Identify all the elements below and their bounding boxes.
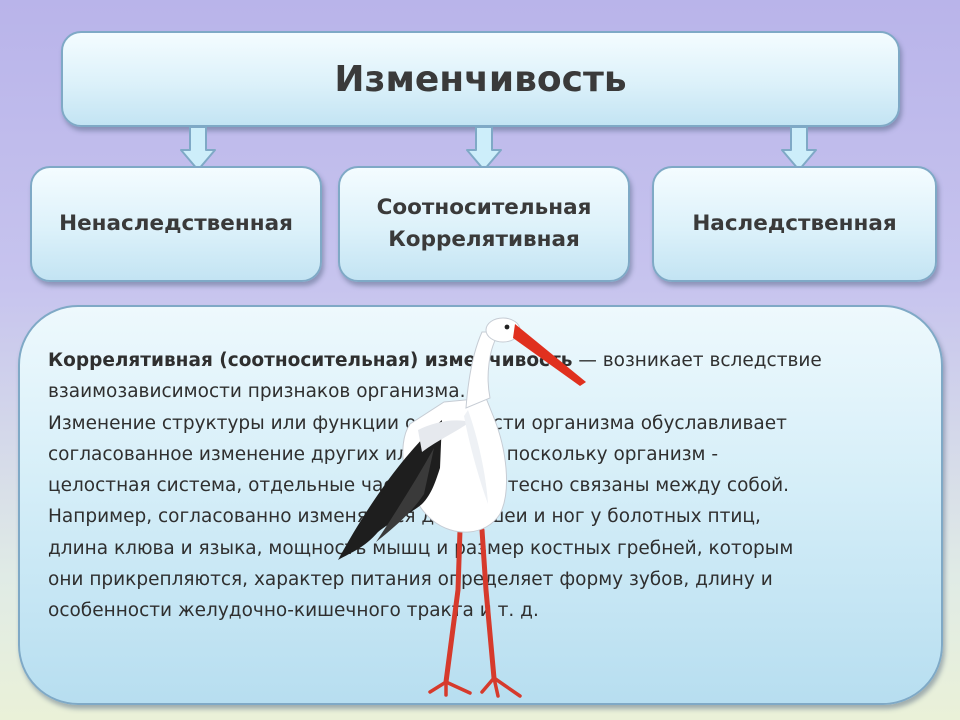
- category-label: Ненаследственная: [59, 210, 293, 236]
- description-dash: —: [572, 350, 597, 371]
- category-label-line: Соотносительная: [376, 194, 592, 220]
- category-label-line: Коррелятивная: [388, 227, 580, 252]
- category-box-non-hereditary: Ненаследственная: [30, 166, 322, 282]
- category-box-hereditary: Наследственная: [652, 166, 937, 282]
- title-box: Изменчивость: [61, 31, 900, 127]
- description-line: взаимозависимости признаков организма.: [48, 381, 466, 403]
- description-line: Коррелятивная (соотносительная) изменчив…: [48, 345, 918, 376]
- description-term: Коррелятивная (соотносительная) изменчив…: [48, 350, 573, 371]
- stork-image: [338, 317, 586, 698]
- arrow-down-icon: [781, 126, 817, 171]
- arrow-down-icon: [180, 126, 216, 171]
- category-box-correlative: Соотносительная Коррелятивная: [338, 166, 630, 282]
- page-title: Изменчивость: [334, 58, 627, 100]
- description-line: длина клюва и языка, мощность мышц и раз…: [48, 537, 794, 559]
- category-label: Наследственная: [692, 210, 897, 236]
- description-line: особенности желудочно-кишечного тракта и…: [48, 600, 539, 622]
- description-box: Коррелятивная (соотносительная) изменчив…: [18, 305, 943, 705]
- category-label: Соотносительная Коррелятивная: [377, 192, 592, 257]
- description-line: они прикрепляются, характер питания опре…: [48, 569, 773, 591]
- description-line: согласованное изменение других или други…: [48, 443, 719, 465]
- description-line-rest: возникает вследствие: [596, 350, 822, 371]
- arrow-down-icon: [466, 126, 502, 171]
- description-text: Коррелятивная (соотносительная) изменчив…: [48, 345, 918, 627]
